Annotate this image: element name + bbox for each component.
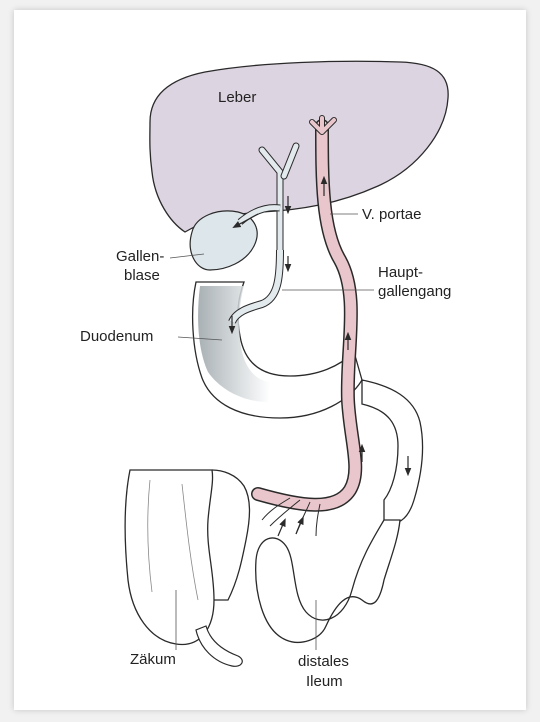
label-gallenblase-1: Gallen- — [116, 248, 164, 265]
label-ileum: Ileum — [306, 673, 343, 690]
arrow-ileum-up — [296, 520, 302, 534]
appendix-shape — [196, 626, 242, 666]
label-hauptgallengang-2: gallengang — [378, 283, 451, 300]
label-leber: Leber — [218, 89, 256, 106]
colon-ascending — [212, 470, 250, 600]
label-v-portae: V. portae — [362, 206, 422, 223]
label-duodenum: Duodenum — [80, 328, 153, 345]
arrow-ileum-up-2 — [278, 522, 284, 536]
label-hauptgallengang-1: Haupt- — [378, 264, 423, 281]
label-gallenblase-2: blase — [124, 267, 160, 284]
small-bowel-loop — [362, 380, 422, 523]
caecum-shape — [125, 470, 214, 644]
ileum-loops — [256, 520, 400, 642]
label-zaekum: Zäkum — [130, 651, 176, 668]
label-distales: distales — [298, 653, 349, 670]
